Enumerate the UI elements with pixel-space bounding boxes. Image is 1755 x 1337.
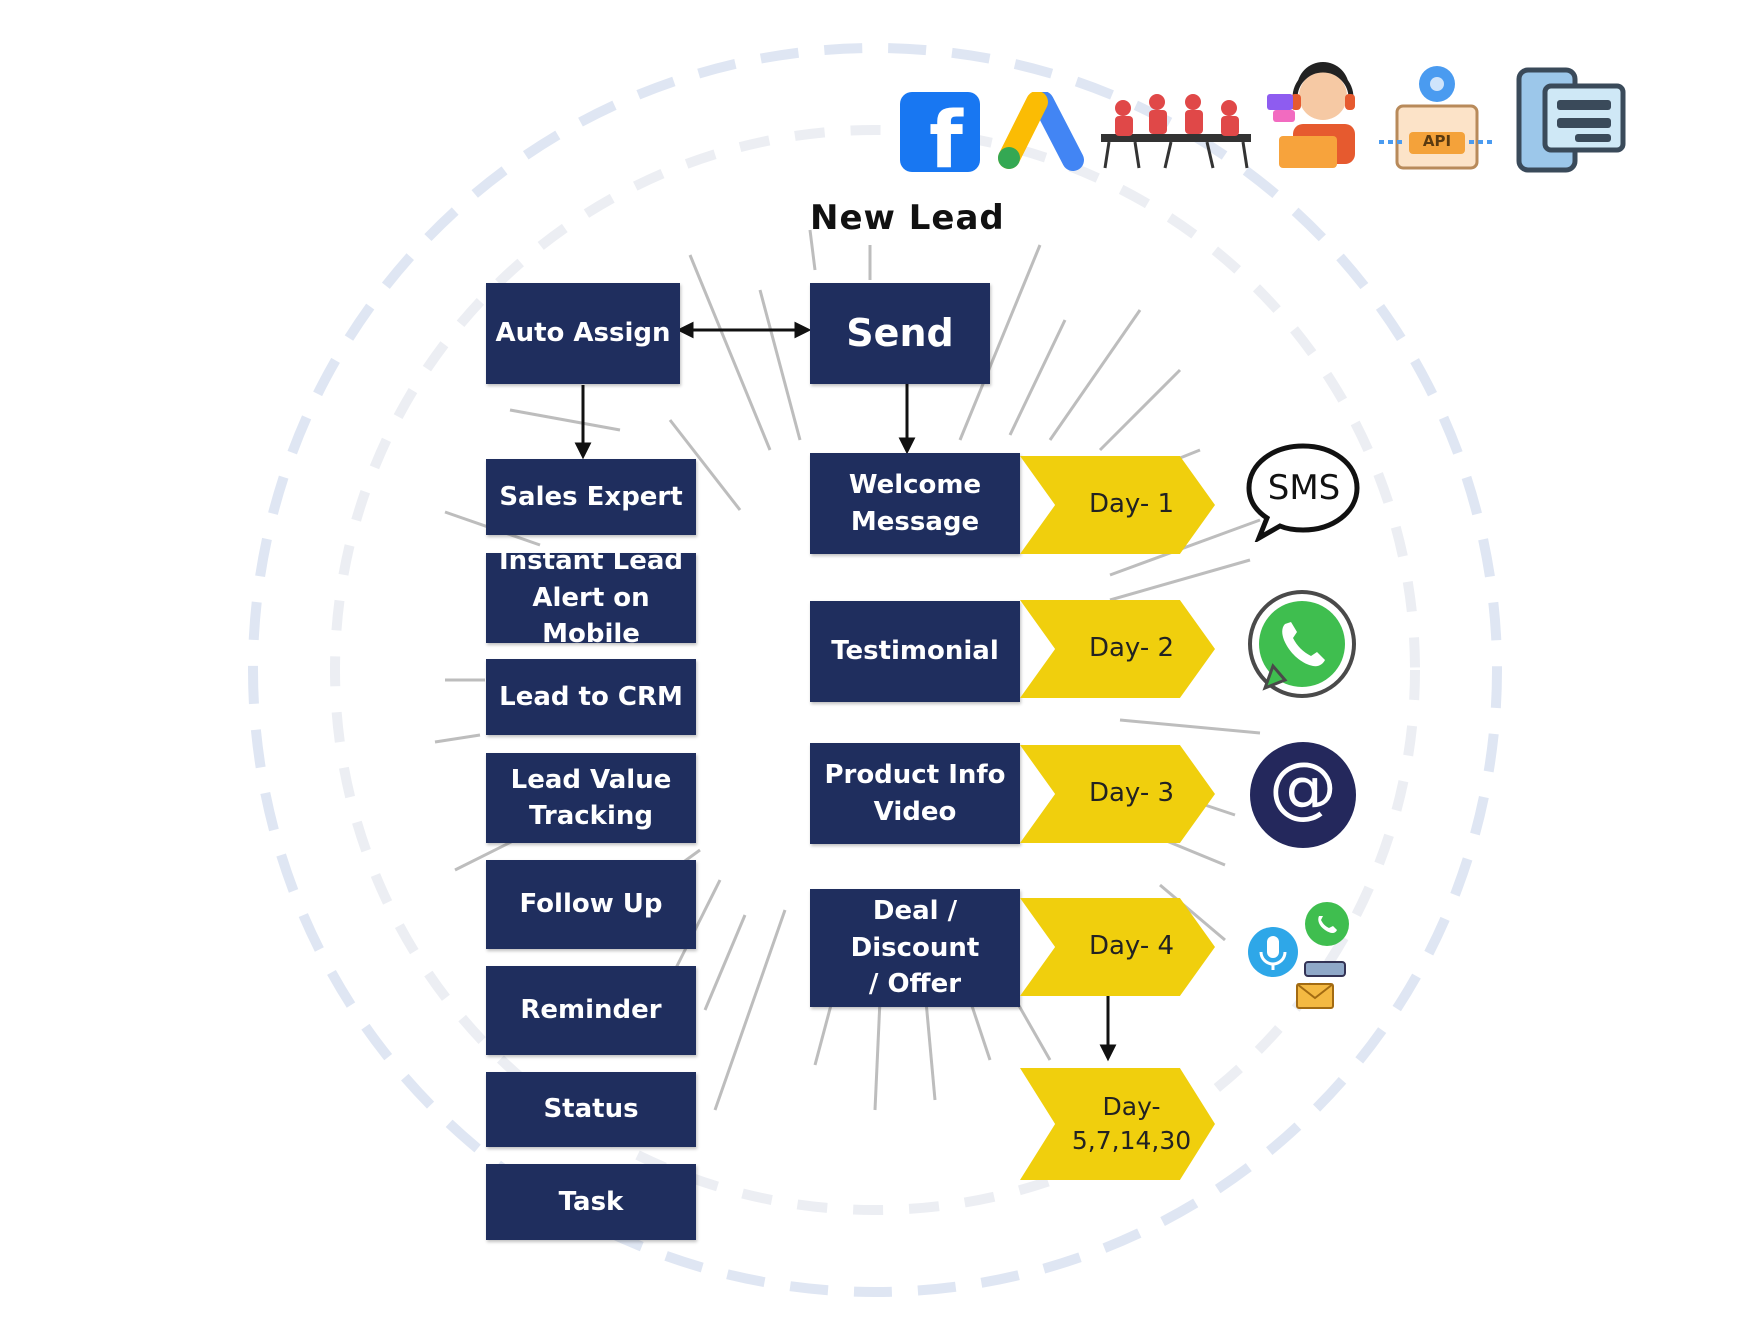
task-box: Task — [486, 1164, 696, 1240]
testimonial-box: Testimonial — [810, 601, 1020, 702]
web-form-icon — [1516, 67, 1626, 173]
api-label: API — [1422, 132, 1452, 150]
facebook-icon: f — [900, 92, 980, 172]
email-at-symbol: @ — [1269, 748, 1337, 827]
sms-label: SMS — [1267, 468, 1341, 508]
lead-to-crm-box: Lead to CRM — [486, 659, 696, 735]
multichannel-icon — [1248, 902, 1349, 1009]
lead-value-tracking-box: Lead Value Tracking — [486, 753, 696, 843]
facebook-letter: f — [929, 96, 963, 172]
email-at-icon — [1250, 742, 1356, 848]
send-box: Send — [810, 283, 990, 384]
support-agent-icon — [1267, 62, 1355, 168]
api-integration-icon — [1379, 66, 1493, 170]
whatsapp-icon — [1248, 590, 1356, 698]
welcome-message-box: Welcome Message — [810, 453, 1020, 554]
sms-speech-bubble-icon — [1246, 443, 1360, 542]
follow-up-box: Follow Up — [486, 860, 696, 949]
team-meeting-icon — [1101, 94, 1251, 169]
status-box: Status — [486, 1072, 696, 1147]
auto-assign-box: Auto Assign — [486, 283, 680, 384]
reminder-box: Reminder — [486, 966, 696, 1055]
diagram-title: New Lead — [810, 198, 1005, 238]
outer-dashed-ring — [248, 43, 1502, 1297]
inner-dashed-ring — [330, 125, 1420, 1215]
sales-expert-box: Sales Expert — [486, 459, 696, 535]
connector-arrows — [574, 321, 1117, 1062]
product-info-video-box: Product Info Video — [810, 743, 1020, 844]
instant-lead-alert-box: Instant Lead Alert on Mobile — [486, 546, 696, 649]
deal-discount-offer-box: Deal / Discount / Offer — [810, 889, 1020, 1007]
google-ads-icon — [998, 92, 1084, 171]
